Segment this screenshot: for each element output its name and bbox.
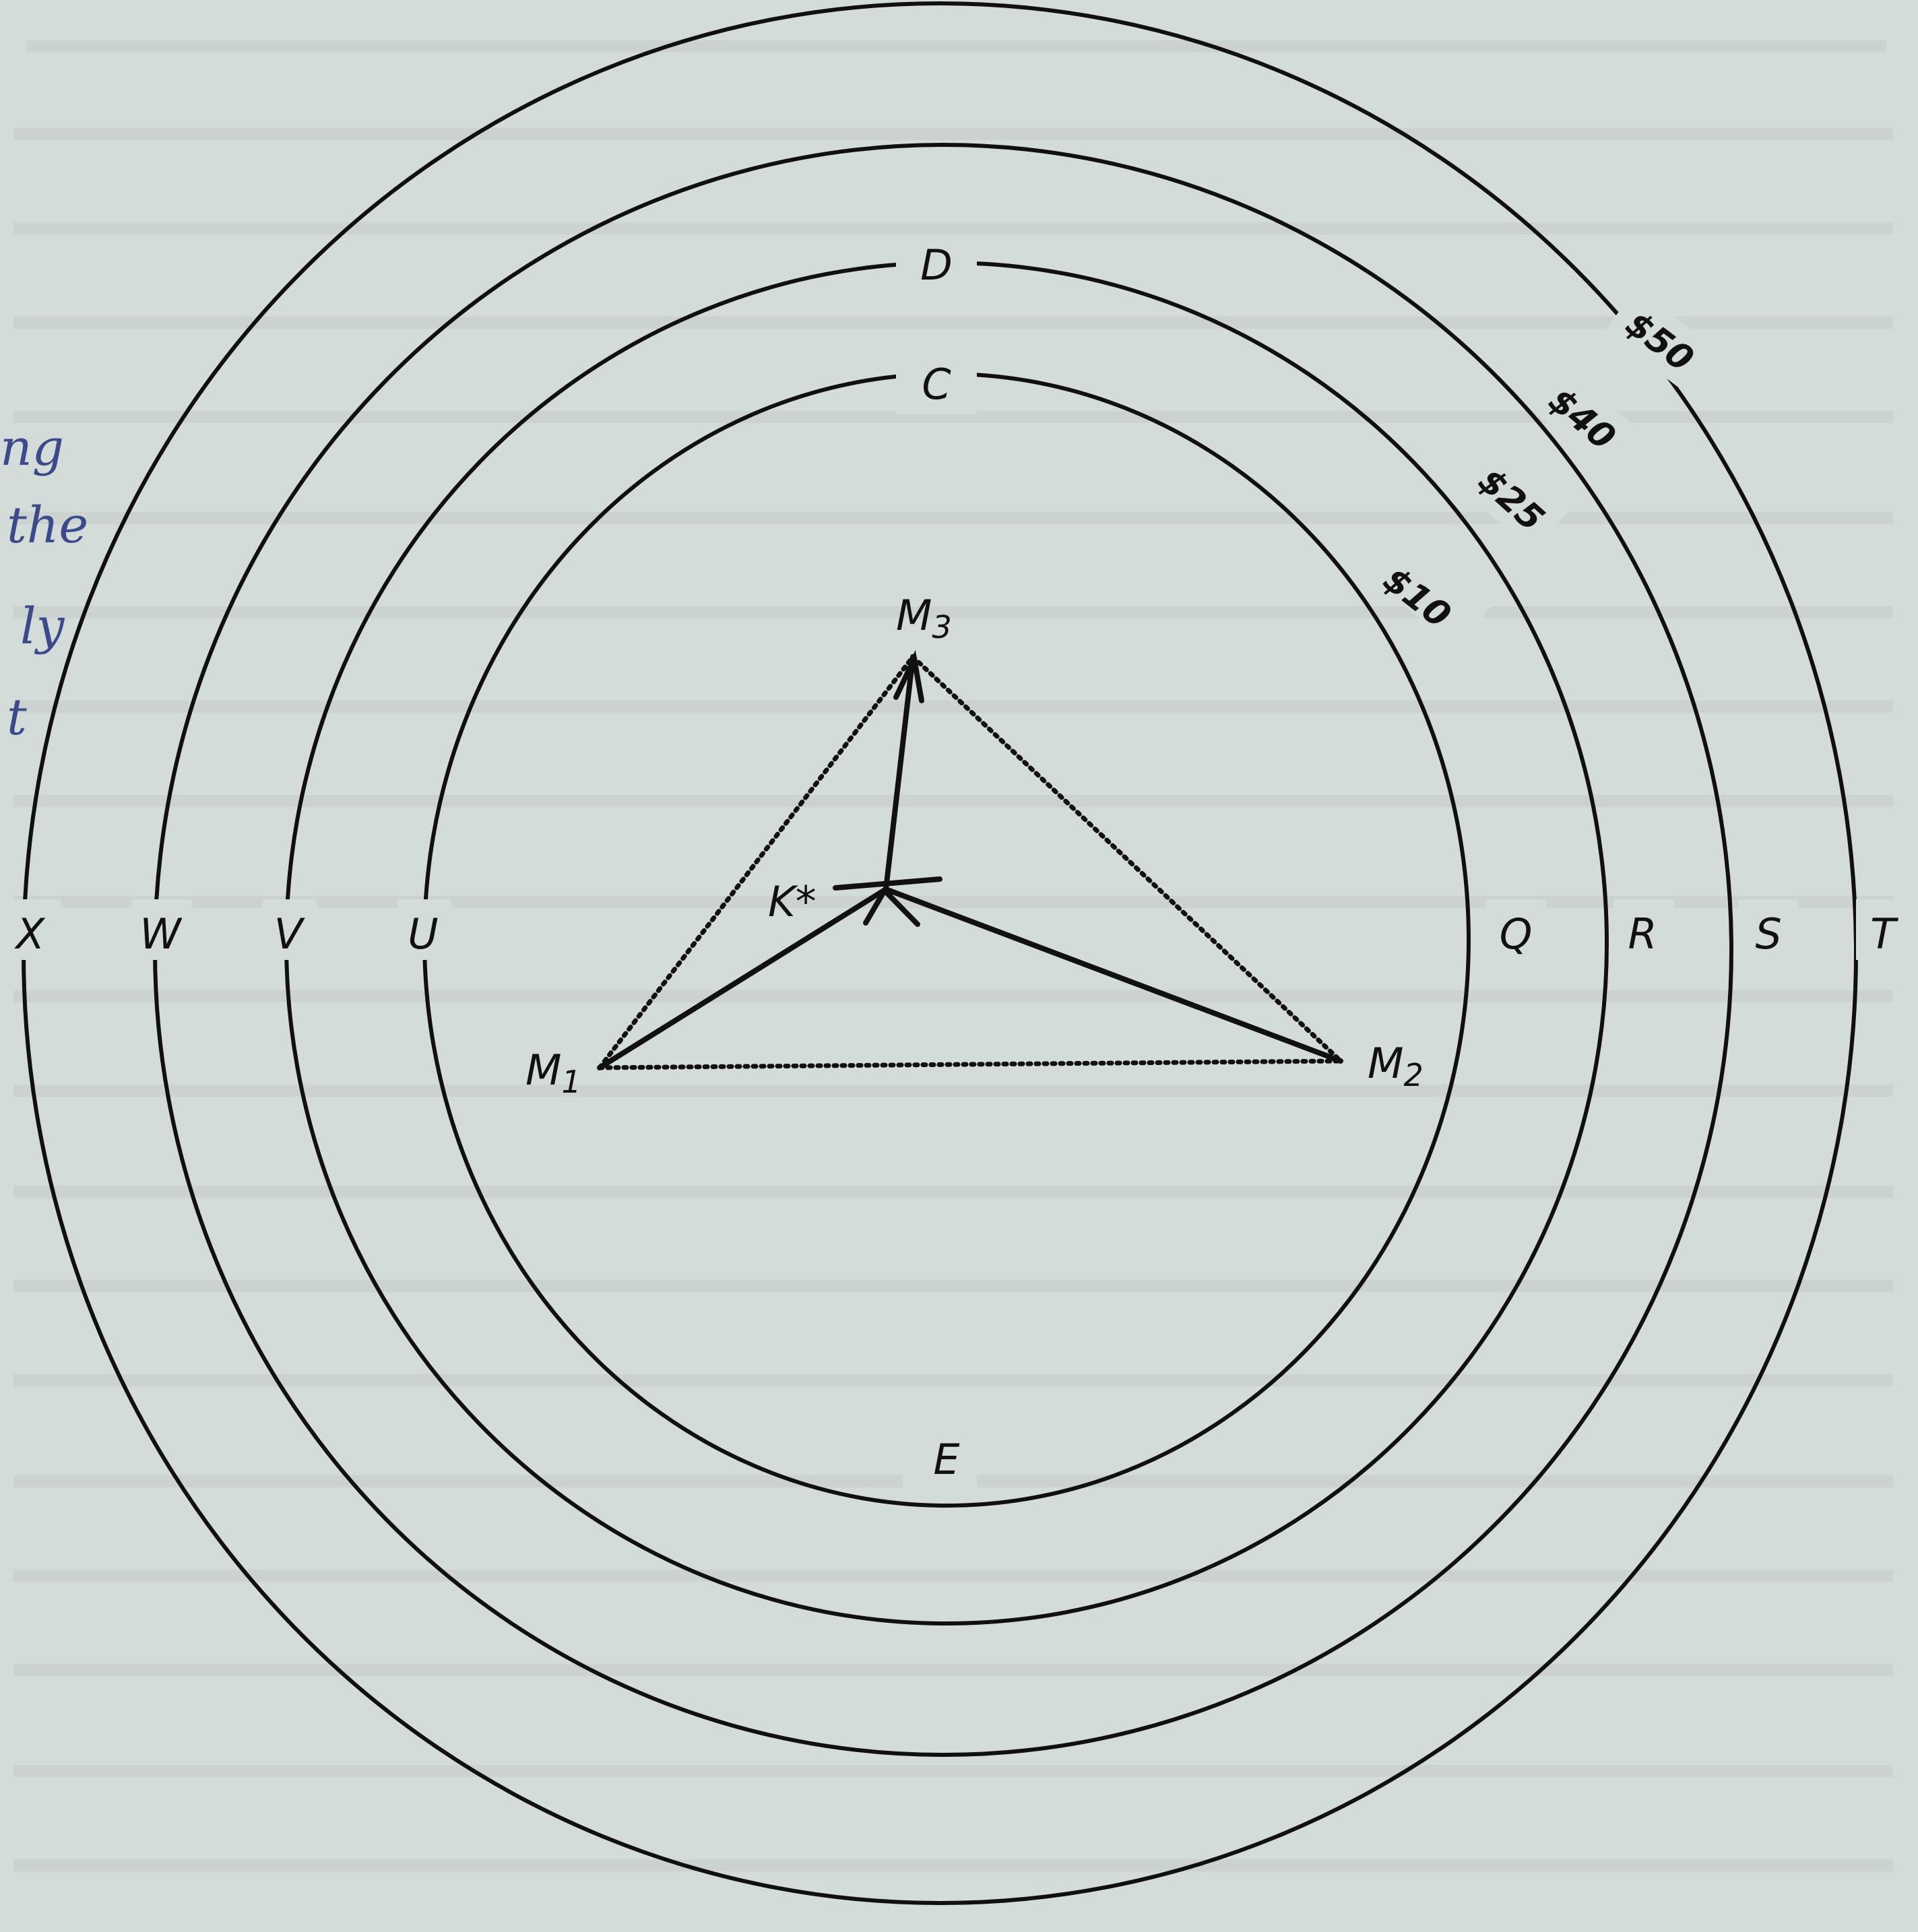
label-e: E <box>933 1435 960 1484</box>
label-s: S <box>1755 909 1781 959</box>
label-r: R <box>1628 909 1657 959</box>
vector-k-m2 <box>883 887 1343 1064</box>
k-star-bar <box>833 876 942 891</box>
pull-vectors <box>597 649 1343 1070</box>
label-m1: M1 <box>525 1045 581 1100</box>
arrowhead-m3 <box>893 649 924 703</box>
margin-note-1: ng <box>0 419 64 477</box>
label-k-star: K* <box>768 877 817 926</box>
label-d: D <box>920 240 953 290</box>
ring-side-labels: X W V U Q R S T <box>7 899 1910 960</box>
margin-note-3: ly <box>20 598 65 655</box>
label-x: X <box>14 909 46 959</box>
point-labels: K* M3 M1 M2 <box>525 591 1424 1100</box>
label-v: V <box>274 909 306 959</box>
edge-m1-m3 <box>597 654 916 1070</box>
edge-m1-m2 <box>597 1058 1343 1070</box>
edge-m3-m2 <box>910 654 1343 1064</box>
label-c: C <box>922 360 951 409</box>
ring-top-labels: D C E <box>896 236 977 1495</box>
label-t: T <box>1870 909 1898 959</box>
arrowhead-k <box>863 886 920 927</box>
vector-k-m1 <box>597 887 889 1070</box>
label-w: W <box>139 909 183 959</box>
margin-note-2: the <box>7 496 88 554</box>
label-q: Q <box>1500 909 1533 959</box>
market-triangle <box>597 654 1343 1070</box>
label-m2: M2 <box>1368 1039 1424 1093</box>
price-labels: $10 $25 $40 $50 <box>1376 288 1717 649</box>
label-u: U <box>408 909 438 959</box>
margin-note-4: t <box>7 688 27 746</box>
vector-k-m3 <box>883 654 916 892</box>
label-m3: M3 <box>896 591 952 645</box>
margin-notes: ng the ly t <box>0 419 88 746</box>
